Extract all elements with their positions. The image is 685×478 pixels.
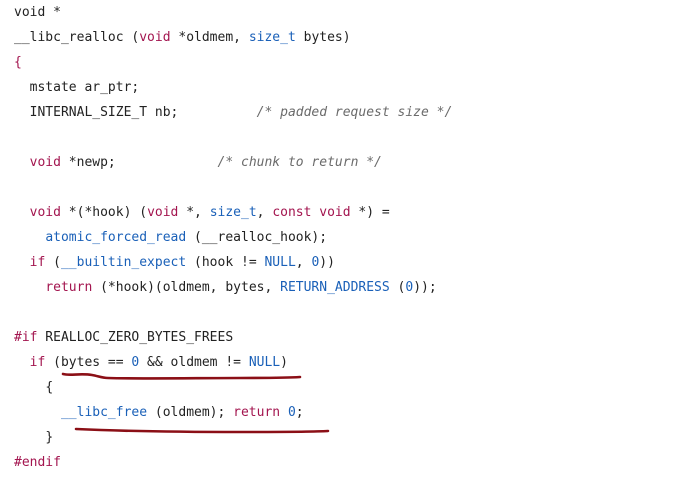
code-token: void <box>29 155 61 170</box>
code-token: , <box>256 205 273 220</box>
code-token: { <box>45 380 54 395</box>
code-token: (hook != <box>186 255 265 270</box>
code-token: void <box>147 205 179 220</box>
code-token: *oldmem, <box>170 30 249 45</box>
code-token: (__realloc_hook); <box>186 230 328 245</box>
code-token: )); <box>413 280 437 295</box>
code-token: #if <box>14 330 38 345</box>
code-token: __libc_realloc ( <box>14 30 140 45</box>
code-token: mstate ar_ptr; <box>29 80 140 95</box>
code-line: { <box>14 50 22 75</box>
code-token: NULL <box>264 255 296 270</box>
code-token: *, <box>178 205 210 220</box>
code-line: } <box>45 425 53 450</box>
code-token: if <box>29 255 46 270</box>
code-token: size_t <box>248 30 296 45</box>
code-line: if (bytes == 0 && oldmem != NULL) <box>30 350 288 375</box>
code-token: ) <box>280 355 288 370</box>
code-line: atomic_forced_read (__realloc_hook); <box>45 225 327 250</box>
code-token: (*hook)(oldmem, bytes, <box>92 280 281 295</box>
code-line: #if REALLOC_ZERO_BYTES_FREES <box>14 325 233 350</box>
code-token: size_t <box>209 205 257 220</box>
code-token: } <box>45 430 54 445</box>
code-token: #endif <box>14 455 61 470</box>
code-token: void <box>139 30 171 45</box>
code-token: ; <box>295 405 304 420</box>
code-token: NULL <box>248 355 281 370</box>
code-token: )) <box>319 255 335 270</box>
code-token: RETURN_ADDRESS <box>280 280 390 295</box>
code-line: __libc_realloc (void *oldmem, size_t byt… <box>14 25 351 50</box>
code-line: if (__builtin_expect (hook != NULL, 0)) <box>30 250 335 275</box>
code-token <box>280 405 288 420</box>
code-token: if <box>29 355 46 370</box>
code-token: *) = <box>350 205 390 220</box>
code-token: 0 <box>131 355 140 370</box>
code-token: return <box>233 405 281 420</box>
code-line: void *(*hook) (void *, size_t, const voi… <box>30 200 390 225</box>
code-token: void <box>29 205 61 220</box>
code-token: const <box>272 205 312 220</box>
code-line: { <box>45 375 53 400</box>
code-token: 0 <box>405 280 414 295</box>
code-token: *(*hook) ( <box>60 205 148 220</box>
code-token: __builtin_expect <box>60 255 187 270</box>
code-line: return (*hook)(oldmem, bytes, RETURN_ADD… <box>45 275 436 300</box>
code-token: ( <box>389 280 406 295</box>
code-line: void * <box>14 0 61 25</box>
code-token: /* padded request size */ <box>256 105 453 120</box>
code-token: __libc_free <box>60 405 148 420</box>
code-line: INTERNAL_SIZE_T nb; /* padded request si… <box>30 100 453 125</box>
code-token: && oldmem != <box>139 355 249 370</box>
code-token: void * <box>14 5 61 20</box>
code-token: return <box>45 280 93 295</box>
code-line: #endif <box>14 450 61 475</box>
code-token: /* chunk to return */ <box>217 155 382 170</box>
code-token: 0 <box>287 405 296 420</box>
code-token: (bytes == <box>45 355 132 370</box>
code-token: 0 <box>311 255 320 270</box>
code-token: atomic_forced_read <box>45 230 187 245</box>
code-token: void <box>319 205 351 220</box>
code-token: INTERNAL_SIZE_T nb; <box>29 105 257 120</box>
code-line: __libc_free (oldmem); return 0; <box>61 400 304 425</box>
code-token: bytes) <box>295 30 351 45</box>
code-token: *newp; <box>60 155 218 170</box>
code-line: void *newp; /* chunk to return */ <box>30 150 382 175</box>
code-token: ( <box>45 255 61 270</box>
code-token: (oldmem); <box>147 405 234 420</box>
code-token: REALLOC_ZERO_BYTES_FREES <box>37 330 234 345</box>
code-token: { <box>14 55 22 70</box>
code-line: mstate ar_ptr; <box>30 75 140 100</box>
code-token: , <box>295 255 312 270</box>
